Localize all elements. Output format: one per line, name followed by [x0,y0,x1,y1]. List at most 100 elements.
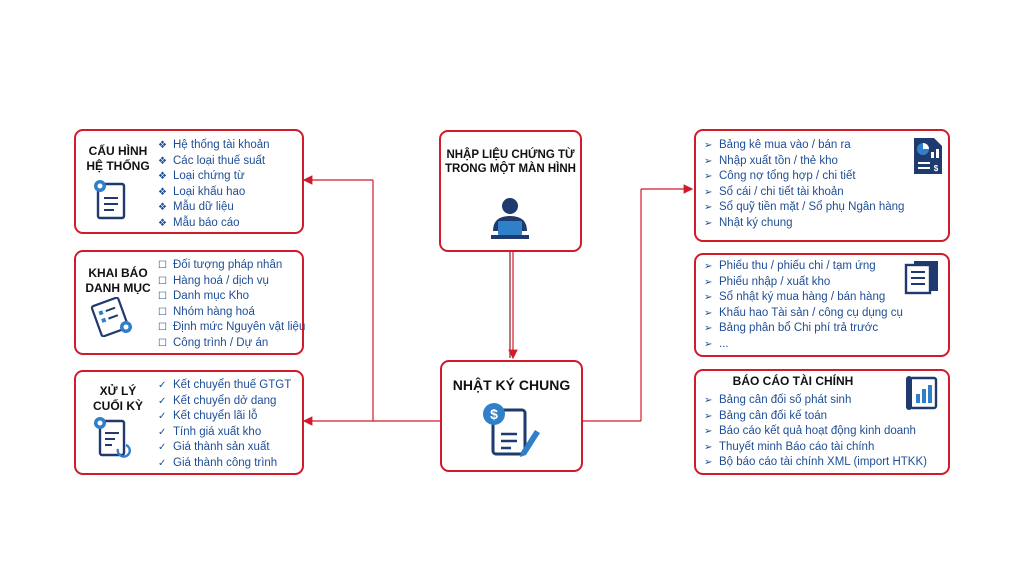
bullet: ➢ [704,338,713,350]
bullet: ✓ [158,457,167,469]
list-item: ✓ Giá thành công trình [158,456,291,472]
settings-document-icon [94,180,126,220]
bullet: ➢ [704,155,713,167]
item-text: Tính giá xuất kho [173,425,262,438]
item-text: Nhập xuất tồn / thẻ kho [719,154,838,167]
list-item: ➢ Khấu hao Tài sản / công cụ dụng cụ [704,306,903,322]
item-text: Công nợ tổng hợp / chi tiết [719,170,856,183]
bullet: ➢ [704,140,713,151]
list-item: ➢ Sổ cái / chi tiết tài khoản [704,185,904,201]
title-line: DANH MỤC [85,281,151,295]
item-text: Mẫu báo cáo [173,216,240,229]
documents-stack-icon [904,261,938,295]
item-text: Bảng phân bổ Chi phí trả trước [719,322,879,335]
financial-report-icon [906,376,938,410]
item-text: Kết chuyển dở dang [173,394,277,407]
title-line: HỆ THỐNG [86,159,150,173]
bullet: ❖ [158,171,167,183]
list-item: ➢ Nhập xuất tồn / thẻ kho [704,154,904,170]
bullet: ☐ [158,275,167,287]
list-item: ☐Đối tượng pháp nhân [158,258,305,274]
bullet: ➢ [704,441,713,453]
vouchers-list: ➢ Phiếu thu / phiếu chi / tạm ứng ➢ Phiếu … [704,259,903,353]
list-item: ❖Loại khấu hao [158,185,270,201]
list-item: ➢Bộ báo cáo tài chính XML (import HTKK) [704,455,927,471]
bullet: ➢ [704,307,713,319]
item-text: Định mức Nguyên vật liệu [173,321,306,334]
list-item: ➢ Báo cáo kết quả hoạt động kinh doanh [704,424,927,440]
bullet: ☐ [158,306,167,318]
system-config-title: CẤU HÌNH HỆ THỐNG [78,144,158,174]
item-text: Danh mục Kho [173,290,250,303]
item-text: Bảng kê mua vào / bán ra [719,139,851,151]
title-line: TRONG MỘT MÀN HÌNH [445,163,576,175]
bullet: ➢ [704,323,713,335]
item-text: Kết chuyển lãi lỗ [173,410,258,423]
bullet: ➢ [704,410,713,422]
bullet: ❖ [158,202,167,214]
process-document-icon [94,417,131,458]
list-item: ❖Loại chứng từ [158,169,270,185]
bullet: ➢ [704,186,713,198]
list-item: ❖ Mẫu dữ liệu [158,200,270,216]
title-line: NHẬP LIỆU CHỨNG TỪ [446,149,575,161]
bullet: ➢ [704,261,713,272]
bullet: ➢ [704,276,713,288]
list-item: ➢ Phiếu thu / phiếu chi / tạm ứng [704,259,903,275]
person-computer-icon [491,198,529,239]
item-text: Loại khấu hao [173,185,246,198]
bullet: ✓ [158,380,167,391]
title-line: KHAI BÁO [88,266,148,280]
item-text: Sổ cái / chi tiết tài khoản [719,185,844,198]
title-line: XỬ LÝ [99,384,137,398]
bullet: ❖ [158,217,167,229]
item-text: Sổ nhật ký mua hàng / bán hàng [719,291,886,304]
bullet: ☐ [158,260,167,271]
period-end-title: XỬ LÝ CUỐI KỲ [78,384,158,414]
bullet: ➢ [704,395,713,406]
system-config-list: ❖Hệ thống tài khoản ❖Các loại thuế suất … [158,138,270,232]
dollar-document-icon: $ [483,403,540,457]
data-entry-title: NHẬP LIỆU CHỨNG TỪ TRONG MỘT MÀN HÌNH [439,148,582,176]
bullet: ✓ [158,442,167,454]
item-text: Mẫu dữ liệu [173,201,234,214]
list-item: ❖ Mẫu báo cáo [158,216,270,232]
item-text: Phiếu thu / phiếu chi / tạm ứng [719,260,876,272]
item-text: Các loại thuế suất [173,154,266,167]
list-item: ✓ Kết chuyển thuế GTGT [158,378,291,394]
list-item: ☐Công trình / Dự án [158,336,305,352]
bullet: ➢ [704,202,713,214]
list-item: ➢Nhật ký chung [704,216,904,232]
item-text: Thuyết minh Báo cáo tài chính [719,440,875,453]
list-item: ➢Bảng cân đối kế toán [704,409,927,425]
list-item: ➢Sổ quỹ tiền mặt / Sổ phụ Ngân hàng [704,200,904,216]
list-item: ➢ Bảng kê mua vào / bán ra [704,138,904,154]
bullet: ➢ [704,292,713,304]
item-text: Kết chuyển thuế GTGT [173,379,292,391]
list-item: ☐ Định mức Nguyên vật liệu [158,320,305,336]
bullet: ➢ [704,426,713,438]
item-text: Giá thành công trình [173,456,278,469]
period-end-box [74,370,304,475]
list-item: ❖Hệ thống tài khoản [158,138,270,154]
bullet: ☐ [158,291,167,303]
catalog-declaration-title: KHAI BÁO DANH MỤC [78,266,158,296]
list-item: ➢Công nợ tổng hợp / chi tiết [704,169,904,185]
list-item: ☐ Danh mục Kho [158,289,305,305]
item-text: Khấu hao Tài sản / công cụ dụng cụ [719,306,903,319]
list-item: ➢ Sổ nhật ký mua hàng / bán hàng [704,290,903,306]
item-text: Phiếu nhập / xuất kho [719,275,831,288]
reports-list: ➢ Bảng kê mua vào / bán ra ➢ Nhập xuất tồn… [704,138,904,232]
bullet: ❖ [158,155,167,167]
bullet: ✓ [158,395,167,407]
list-item: ✓Tính giá xuất kho [158,425,291,441]
list-item: ➢ Bảng phân bổ Chi phí trả trước [704,321,903,337]
svg-text:$: $ [490,406,498,422]
bullet: ☐ [158,322,167,334]
item-text: Giá thành sản xuất [173,441,270,454]
title-line: CẤU HÌNH [88,144,148,158]
item-text: Nhật ký chung [719,216,793,229]
item-text: Báo cáo kết quả hoạt động kinh doanh [719,425,916,438]
list-item: ❖ Các loại thuế suất [158,154,270,170]
